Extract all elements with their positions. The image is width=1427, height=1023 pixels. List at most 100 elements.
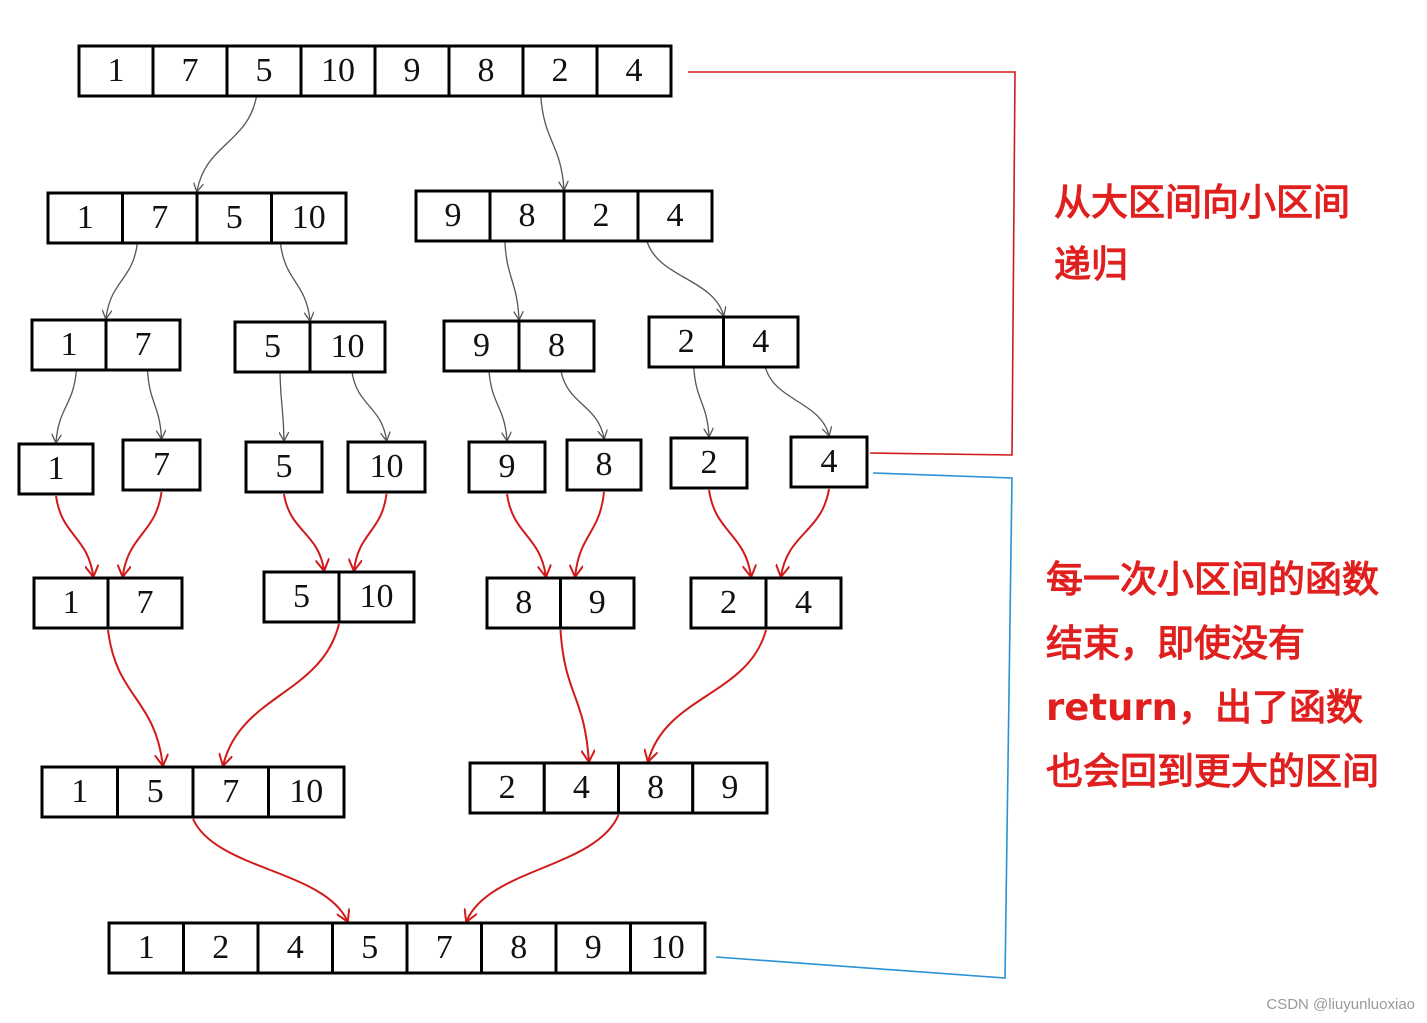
merge-arrow [559, 629, 589, 761]
cell-border [467, 440, 547, 494]
cell-border [559, 576, 636, 630]
cell-value: 8 [548, 327, 565, 364]
return-note-line-4: 也会回到更大的区间 [1046, 750, 1379, 793]
merge-arrows [55, 488, 830, 921]
array-cell: 9 [414, 189, 492, 243]
cell-value: 8 [510, 929, 527, 966]
cell-border [468, 761, 546, 815]
cell-value: 1 [71, 773, 88, 810]
cell-border [595, 44, 673, 98]
cell-border [182, 921, 260, 975]
array-cell: 2 [647, 315, 725, 369]
cell-border [121, 438, 202, 492]
array-cell: 4 [542, 761, 620, 815]
cell-value: 10 [292, 199, 326, 236]
split-arrow [280, 371, 284, 440]
cell-value: 7 [137, 584, 154, 621]
cell-value: 9 [589, 584, 606, 621]
cell-border [46, 191, 124, 245]
cell-border [270, 191, 348, 245]
cell-value: 9 [404, 52, 421, 89]
array-cell: 4 [595, 44, 673, 98]
cell-value: 2 [701, 444, 718, 481]
array-cell: 9 [691, 761, 769, 815]
cell-border [542, 761, 620, 815]
array-cell: 5 [233, 320, 312, 374]
array-cell: 1 [40, 765, 119, 819]
cell-value: 7 [222, 773, 239, 810]
recursion-note: 从大区间向小区间 递归 [1054, 172, 1350, 296]
cell-value: 1 [48, 450, 65, 487]
cell-value: 5 [226, 199, 243, 236]
return-note: 每一次小区间的函数 结束，即使没有 return，出了函数 也会回到更大的区间 [1046, 548, 1379, 804]
split-arrow [197, 95, 258, 191]
split-arrow [106, 242, 139, 318]
array-cell: 10 [629, 921, 707, 975]
split-arrow [504, 240, 519, 319]
cell-value: 7 [153, 446, 170, 483]
cell-value: 2 [678, 323, 695, 360]
cell-value: 10 [360, 578, 394, 615]
split-arrow [351, 371, 387, 440]
array-cell: 4 [789, 435, 869, 489]
cell-border [373, 44, 451, 98]
cell-value: 9 [499, 448, 516, 485]
array-leaf-2: 2 [669, 436, 749, 490]
cell-value: 10 [370, 448, 404, 485]
cell-value: 1 [108, 52, 125, 89]
cell-border [151, 44, 229, 98]
array-leaf-8: 8 [565, 438, 643, 492]
array-leaf-7: 7 [121, 438, 202, 492]
cell-value: 9 [473, 327, 490, 364]
cell-value: 2 [212, 929, 229, 966]
array-cell: 2 [521, 44, 599, 98]
array-cell: 9 [554, 921, 632, 975]
cell-border [629, 921, 707, 975]
cell-border [764, 576, 843, 630]
cell-value: 8 [519, 197, 536, 234]
watermark: CSDN @liuyunluoxiao [1266, 996, 1415, 1013]
array-cell: 4 [722, 315, 800, 369]
cell-value: 5 [256, 52, 273, 89]
array-m1-b: 5 10 [262, 570, 416, 624]
array-cell: 9 [467, 440, 547, 494]
cell-value: 4 [795, 584, 812, 621]
cell-value: 4 [752, 323, 769, 360]
merge-arrow [283, 493, 324, 570]
cell-border [669, 436, 749, 490]
merge-arrow [223, 623, 340, 765]
array-cell: 1 [32, 576, 110, 630]
cell-border [414, 189, 492, 243]
cell-value: 8 [478, 52, 495, 89]
cell-value: 7 [182, 52, 199, 89]
cell-value: 5 [147, 773, 164, 810]
cell-border [256, 921, 334, 975]
cell-value: 8 [515, 584, 532, 621]
cell-border [554, 921, 632, 975]
cell-value: 5 [276, 448, 293, 485]
cell-border [308, 320, 387, 374]
cell-value: 2 [552, 52, 569, 89]
cell-border [789, 435, 869, 489]
cell-border [617, 761, 695, 815]
recursion-note-line-1: 从大区间向小区间 [1054, 181, 1350, 224]
cell-border [267, 765, 346, 819]
cell-value: 10 [289, 773, 323, 810]
array-leaf-4: 4 [789, 435, 869, 489]
cell-value: 10 [321, 52, 355, 89]
cell-border [40, 765, 119, 819]
return-note-line-3: return，出了函数 [1046, 686, 1363, 729]
split-arrow [540, 95, 564, 189]
array-cell: 2 [468, 761, 546, 815]
split-arrows [56, 95, 829, 442]
array-cell: 8 [447, 44, 525, 98]
cell-value: 9 [721, 769, 738, 806]
array-cell: 5 [262, 570, 341, 624]
cell-value: 7 [436, 929, 453, 966]
